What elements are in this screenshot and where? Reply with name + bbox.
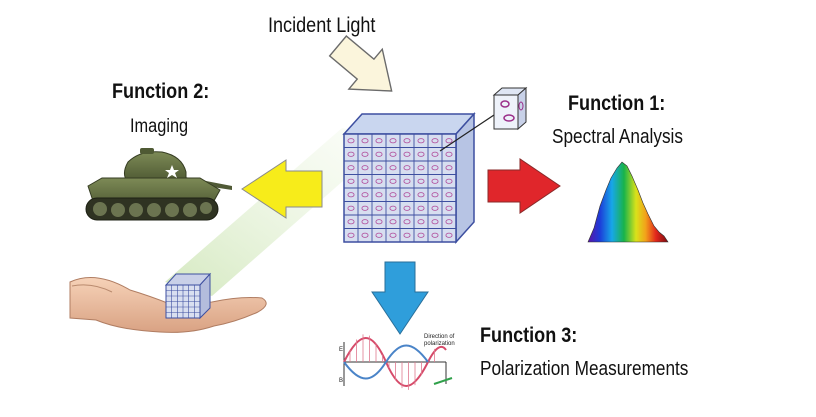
unit-cell-icon — [492, 86, 528, 131]
small-metamaterial-cube — [164, 272, 212, 320]
function2-title: Function 2: — [112, 80, 210, 103]
unit-cell-resonator — [417, 205, 425, 211]
polarization-wave-icon: E B Direction of polarization — [339, 334, 455, 390]
unit-cell-resonator — [347, 178, 355, 184]
unit-cell-resonator — [445, 165, 453, 171]
unit-cell-resonator — [431, 232, 439, 238]
unit-cell-resonator — [347, 232, 355, 238]
unit-cell-resonator — [431, 151, 439, 157]
unit-cell-resonator — [361, 192, 369, 198]
unit-cell-resonator — [417, 192, 425, 198]
function2-subtitle: Imaging — [130, 116, 189, 137]
polarization-note-line2: polarization — [424, 341, 455, 347]
unit-cell-resonator — [445, 219, 453, 225]
unit-cell-resonator — [375, 205, 383, 211]
unit-cell-resonator — [445, 178, 453, 184]
wave-axis-b: B — [339, 378, 343, 384]
wave-axis-e: E — [339, 347, 343, 353]
imaging-arrow — [241, 159, 323, 219]
unit-cell-resonator — [347, 219, 355, 225]
unit-cell-resonator — [375, 151, 383, 157]
unit-cell-resonator — [361, 219, 369, 225]
polarization-note-line1: Direction of — [424, 334, 455, 340]
unit-cell-resonator — [361, 138, 369, 144]
unit-cell-resonator — [347, 138, 355, 144]
unit-cell-resonator — [431, 192, 439, 198]
unit-cell-resonator — [389, 192, 397, 198]
unit-cell-resonator — [445, 138, 453, 144]
metamaterial-cube — [342, 112, 476, 244]
spectral-arrow — [487, 158, 561, 214]
unit-cell-resonator — [361, 232, 369, 238]
unit-cell-resonator — [389, 138, 397, 144]
unit-cell-resonator — [375, 138, 383, 144]
unit-cell-resonator — [431, 165, 439, 171]
unit-cell-resonator — [431, 138, 439, 144]
unit-cell-resonator — [417, 232, 425, 238]
unit-cell-resonator — [375, 165, 383, 171]
unit-cell-resonator — [417, 151, 425, 157]
function1-subtitle: Spectral Analysis — [552, 126, 683, 148]
unit-cell-resonator — [403, 138, 411, 144]
tank-illustration — [85, 148, 232, 221]
unit-cell-resonator — [361, 165, 369, 171]
unit-cell-resonator — [431, 178, 439, 184]
unit-cell-resonator — [445, 192, 453, 198]
incident-light-arrow — [328, 35, 393, 92]
unit-cell-resonator — [389, 219, 397, 225]
unit-cell-resonator — [417, 219, 425, 225]
unit-cell-resonator — [445, 205, 453, 211]
unit-cell-resonator — [417, 178, 425, 184]
polarization-arrow — [371, 261, 429, 335]
unit-cell-resonator — [375, 178, 383, 184]
incident-light-label: Incident Light — [268, 14, 376, 37]
unit-cell-resonator — [403, 165, 411, 171]
function1-title: Function 1: — [568, 92, 666, 115]
unit-cell-resonator — [403, 178, 411, 184]
unit-cell-resonator — [403, 192, 411, 198]
unit-cell-resonator — [361, 151, 369, 157]
function3-title: Function 3: — [480, 324, 578, 347]
unit-cell-resonator — [389, 178, 397, 184]
unit-cell-resonator — [389, 205, 397, 211]
unit-cell-resonator — [375, 192, 383, 198]
unit-cell-resonator — [375, 232, 383, 238]
unit-cell-resonator — [389, 165, 397, 171]
unit-cell-resonator — [445, 151, 453, 157]
unit-cell-resonator — [361, 205, 369, 211]
unit-cell-resonator — [361, 178, 369, 184]
unit-cell-resonator — [445, 232, 453, 238]
callout-line — [439, 114, 495, 152]
unit-cell-resonator — [375, 219, 383, 225]
unit-cell-resonator — [431, 219, 439, 225]
unit-cell-resonator — [347, 205, 355, 211]
unit-cell-resonator — [347, 151, 355, 157]
unit-cell-resonator — [403, 151, 411, 157]
unit-cell-resonator — [417, 138, 425, 144]
unit-cell-resonator — [347, 192, 355, 198]
unit-cell-resonator — [431, 205, 439, 211]
unit-cell-resonator — [403, 232, 411, 238]
function3-subtitle: Polarization Measurements — [480, 358, 689, 380]
unit-cell-resonator — [403, 205, 411, 211]
unit-cell-resonator — [389, 232, 397, 238]
unit-cell-resonator — [347, 165, 355, 171]
spectrum-icon — [587, 161, 669, 243]
unit-cell-resonator — [389, 151, 397, 157]
unit-cell-resonator — [417, 165, 425, 171]
unit-cell-resonator — [403, 219, 411, 225]
